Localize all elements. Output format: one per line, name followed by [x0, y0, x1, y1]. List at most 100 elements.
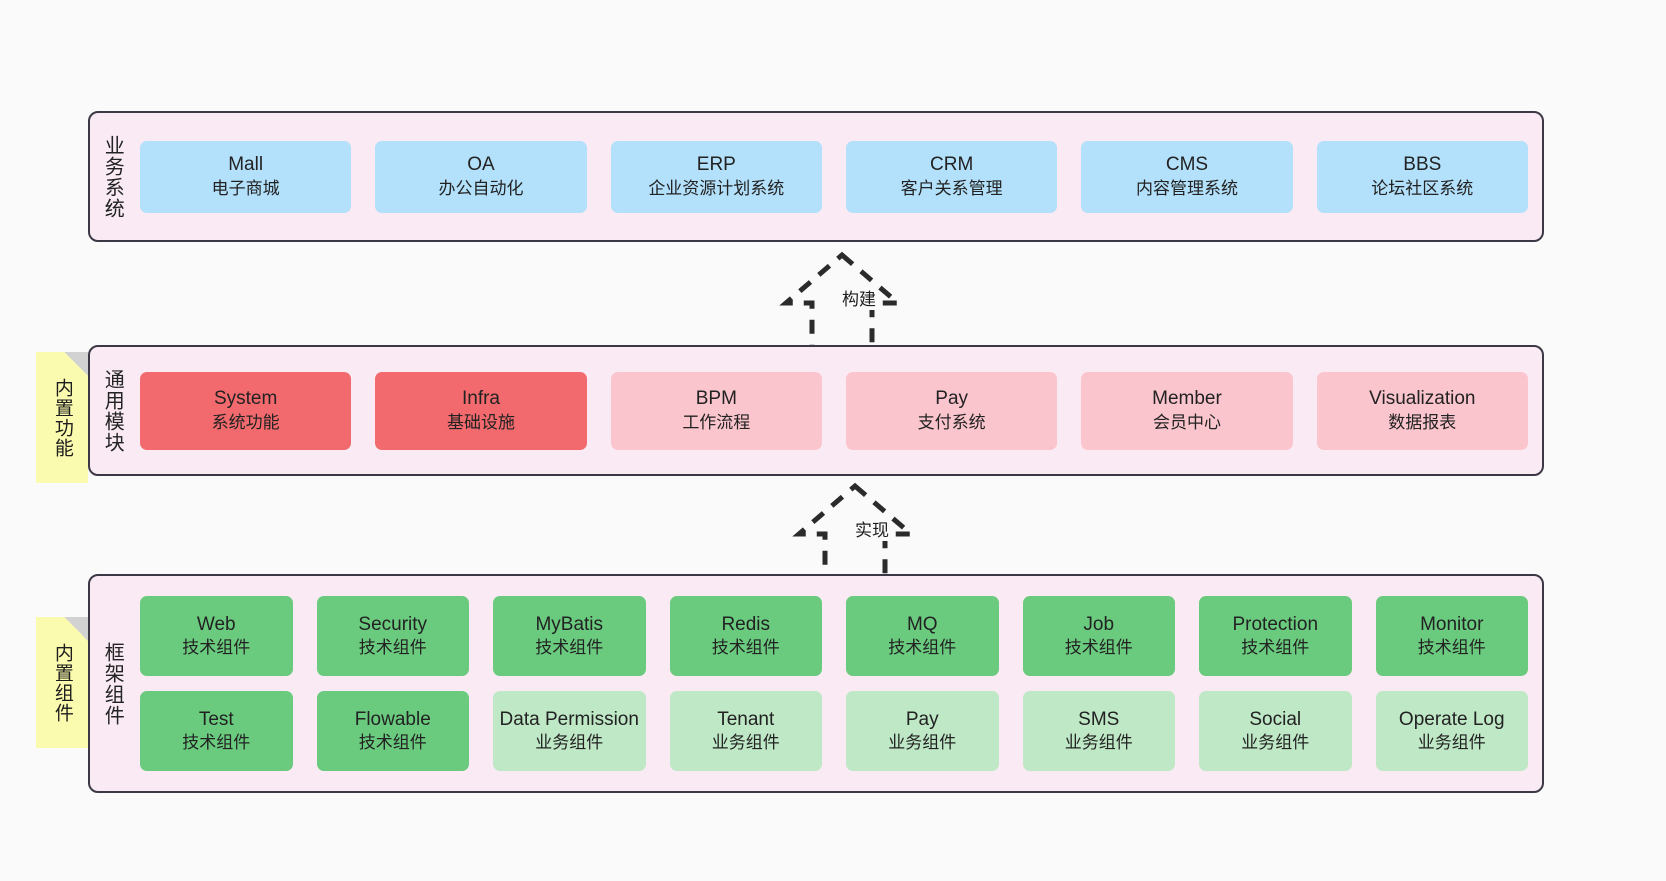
node-subtitle: 技术组件 — [1064, 638, 1133, 658]
layer-body-framework-component: Web 技术组件 Security 技术组件 MyBatis 技术组件 Redi… — [134, 576, 1542, 791]
node-title: OA — [467, 154, 495, 176]
node-pay[interactable]: Pay 支付系统 — [845, 371, 1058, 450]
node-erp[interactable]: ERP 企业资源计划系统 — [610, 140, 822, 213]
node-subtitle: 业务组件 — [1417, 733, 1486, 753]
node-cms[interactable]: CMS 内容管理系统 — [1081, 140, 1293, 213]
node-security[interactable]: Security 技术组件 — [316, 596, 469, 676]
node-title: BBS — [1403, 154, 1442, 176]
arrow-label-build: 构建 — [840, 285, 878, 310]
node-subtitle: 企业资源计划系统 — [648, 178, 785, 198]
node-member[interactable]: Member 会员中心 — [1081, 371, 1293, 450]
layer-common-module: 通用模块 System 系统功能 Infra 基础设施 BPM 工作流程 Pay… — [88, 345, 1544, 476]
layer-business-system: 业务系统 Mall 电子商城 OA 办公自动化 ERP 企业资源计划系统 CRM… — [88, 111, 1544, 242]
node-monitor[interactable]: Monitor 技术组件 — [1375, 596, 1528, 676]
node-subtitle: 业务组件 — [888, 733, 957, 753]
node-subtitle: 技术组件 — [358, 638, 427, 658]
note-label: 内置功能 — [51, 377, 73, 458]
node-title: ERP — [696, 154, 736, 176]
node-title: MQ — [906, 613, 938, 635]
node-title: Social — [1249, 708, 1302, 730]
node-title: Test — [198, 708, 234, 730]
node-subtitle: 业务组件 — [535, 733, 604, 753]
node-title: Member — [1152, 388, 1222, 410]
node-title: BPM — [695, 388, 737, 410]
node-subtitle: 技术组件 — [182, 638, 251, 658]
node-social[interactable]: Social 业务组件 — [1199, 691, 1352, 771]
node-title: Monitor — [1420, 613, 1484, 635]
layer-title-business-system: 业务系统 — [101, 134, 124, 219]
node-job[interactable]: Job 技术组件 — [1022, 596, 1175, 676]
node-bpm[interactable]: BPM 工作流程 — [610, 371, 822, 450]
node-subtitle: 技术组件 — [182, 733, 251, 753]
node-title: Flowable — [354, 708, 431, 730]
node-visualization[interactable]: Visualization 数据报表 — [1316, 371, 1528, 450]
node-title: Data Permission — [499, 708, 639, 730]
node-mall[interactable]: Mall 电子商城 — [140, 140, 352, 213]
node-title: Infra — [461, 388, 500, 410]
node-title: Pay — [905, 708, 939, 730]
note-builtin-component: 内置组件 — [36, 617, 88, 748]
layer-title-framework-component: 框架组件 — [101, 641, 124, 726]
node-subtitle: 系统功能 — [211, 412, 280, 432]
node-title: Tenant — [717, 708, 775, 730]
node-title: Mall — [228, 154, 264, 176]
node-operate-log[interactable]: Operate Log 业务组件 — [1375, 691, 1528, 771]
node-mq[interactable]: MQ 技术组件 — [846, 596, 999, 676]
node-web[interactable]: Web 技术组件 — [140, 596, 293, 676]
node-mybatis[interactable]: MyBatis 技术组件 — [493, 596, 646, 676]
node-title: CRM — [930, 154, 974, 176]
node-title: Security — [358, 613, 428, 635]
node-title: Pay — [935, 388, 969, 410]
node-test[interactable]: Test 技术组件 — [140, 691, 293, 771]
node-title: CMS — [1165, 154, 1209, 176]
node-subtitle: 业务组件 — [1064, 733, 1133, 753]
layer-body-business-system: Mall 电子商城 OA 办公自动化 ERP 企业资源计划系统 CRM 客户关系… — [134, 113, 1542, 240]
node-subtitle: 数据报表 — [1388, 412, 1457, 432]
node-title: MyBatis — [535, 613, 604, 635]
node-title: Web — [196, 613, 236, 635]
node-subtitle: 会员中心 — [1152, 412, 1221, 432]
layer-framework-component: 框架组件 Web 技术组件 Security 技术组件 MyBatis 技术组件… — [88, 574, 1544, 793]
node-subtitle: 内容管理系统 — [1135, 178, 1238, 198]
node-redis[interactable]: Redis 技术组件 — [669, 596, 822, 676]
node-pay-business[interactable]: Pay 业务组件 — [846, 691, 999, 771]
node-subtitle: 支付系统 — [917, 412, 986, 432]
node-row: Mall 电子商城 OA 办公自动化 ERP 企业资源计划系统 CRM 客户关系… — [140, 140, 1528, 213]
node-title: Visualization — [1369, 388, 1476, 410]
node-subtitle: 基础设施 — [446, 412, 515, 432]
node-system[interactable]: System 系统功能 — [140, 371, 352, 450]
layer-body-common-module: System 系统功能 Infra 基础设施 BPM 工作流程 Pay 支付系统… — [134, 347, 1542, 474]
node-bbs[interactable]: BBS 论坛社区系统 — [1316, 140, 1528, 213]
node-subtitle: 技术组件 — [535, 638, 604, 658]
node-title: System — [213, 388, 278, 410]
node-flowable[interactable]: Flowable 技术组件 — [316, 691, 469, 771]
node-row: System 系统功能 Infra 基础设施 BPM 工作流程 Pay 支付系统… — [140, 371, 1528, 450]
node-oa[interactable]: OA 办公自动化 — [375, 140, 587, 213]
node-sms[interactable]: SMS 业务组件 — [1022, 691, 1175, 771]
node-subtitle: 技术组件 — [711, 638, 780, 658]
arrow-build: 构建 — [752, 251, 932, 356]
node-title: Protection — [1232, 613, 1319, 635]
node-subtitle: 技术组件 — [1417, 638, 1486, 658]
node-crm[interactable]: CRM 客户关系管理 — [845, 140, 1058, 213]
node-tenant[interactable]: Tenant 业务组件 — [669, 691, 822, 771]
node-subtitle: 电子商城 — [211, 178, 280, 198]
node-subtitle: 技术组件 — [1241, 638, 1310, 658]
arrow-implement: 实现 — [765, 482, 945, 587]
note-label: 内置组件 — [51, 642, 73, 723]
node-title: SMS — [1078, 708, 1120, 730]
layer-title-common-module: 通用模块 — [101, 368, 124, 453]
node-subtitle: 业务组件 — [711, 733, 780, 753]
node-subtitle: 客户关系管理 — [900, 178, 1003, 198]
node-data-permission[interactable]: Data Permission 业务组件 — [493, 691, 646, 771]
node-protection[interactable]: Protection 技术组件 — [1199, 596, 1352, 676]
node-subtitle: 技术组件 — [888, 638, 957, 658]
arrow-label-implement: 实现 — [853, 516, 891, 541]
node-infra[interactable]: Infra 基础设施 — [375, 371, 587, 450]
node-subtitle: 办公自动化 — [438, 178, 524, 198]
node-title: Operate Log — [1398, 708, 1505, 730]
node-row: Web 技术组件 Security 技术组件 MyBatis 技术组件 Redi… — [140, 596, 1528, 676]
note-builtin-function: 内置功能 — [36, 352, 88, 483]
node-subtitle: 论坛社区系统 — [1371, 178, 1474, 198]
